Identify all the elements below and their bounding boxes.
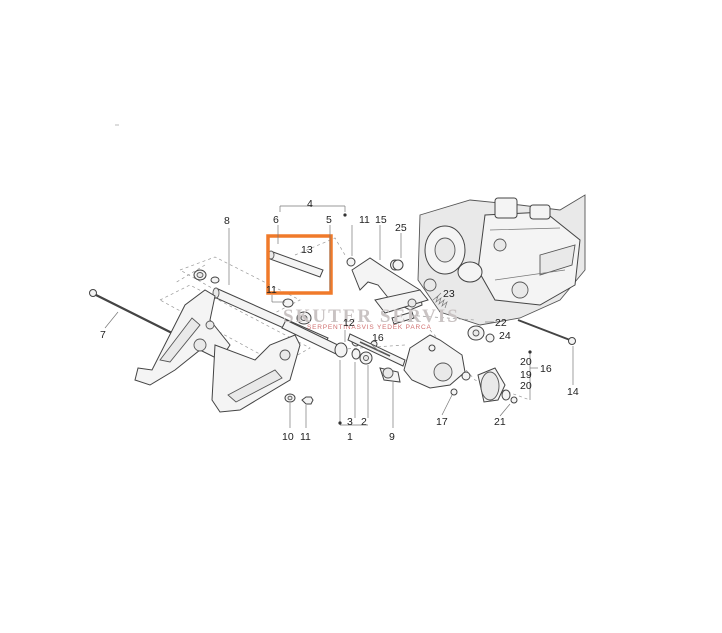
label-5: 5 [326, 214, 332, 226]
label-2: 2 [361, 416, 367, 428]
label-10: 10 [282, 431, 294, 443]
label-20-lower: 20 [520, 380, 532, 392]
label-12: 12 [343, 317, 355, 329]
label-18: 16 [540, 363, 552, 375]
watermark: SKUTER SERVIS SERPENTINASVIS YEDEK PARCA [283, 306, 460, 331]
label-17: 17 [436, 416, 448, 428]
label-22: 22 [495, 317, 507, 329]
bolt-16 [359, 341, 391, 357]
spring [432, 294, 448, 309]
highlight-box [266, 234, 333, 295]
bushing-22-24 [467, 325, 495, 343]
label-8: 8 [224, 215, 230, 227]
label-11-top: 11 [359, 214, 370, 226]
nut-25 [392, 259, 404, 271]
label-20-upper: 20 [520, 356, 532, 368]
label-15: 15 [375, 214, 387, 226]
label-19: 19 [520, 369, 532, 381]
label-13: 13 [301, 244, 313, 256]
silent-block-set [450, 367, 518, 404]
watermark-title: SKUTER SERVIS [283, 306, 460, 327]
label-6: 6 [273, 214, 279, 226]
label-1: 1 [347, 431, 353, 443]
washer-nut-set-bottom [284, 393, 314, 405]
engine-block [417, 194, 586, 326]
label-23: 23 [443, 288, 455, 300]
label-21: 21 [494, 416, 506, 428]
label-11-left: 11 [266, 284, 277, 296]
label-11-bottom: 11 [300, 431, 311, 443]
engine-bracket [346, 257, 429, 325]
left-swing-arm [134, 269, 301, 413]
label-24: 24 [499, 330, 511, 342]
watermark-subtitle: SERPENTINASVIS YEDEK PARCA [307, 324, 432, 331]
label-9: 9 [389, 431, 395, 443]
label-25: 25 [395, 222, 407, 234]
label-14: 14 [567, 386, 579, 398]
shock-mount-link [379, 334, 466, 389]
label-4: 4 [307, 198, 313, 210]
callout-labels: 4 8 6 5 11 15 25 13 11 7 12 16 23 22 24 … [100, 198, 579, 443]
label-3: 3 [347, 416, 353, 428]
label-7: 7 [100, 329, 106, 341]
bolt-14 [517, 319, 576, 345]
leader-lines [104, 205, 574, 428]
label-16: 16 [372, 332, 384, 344]
